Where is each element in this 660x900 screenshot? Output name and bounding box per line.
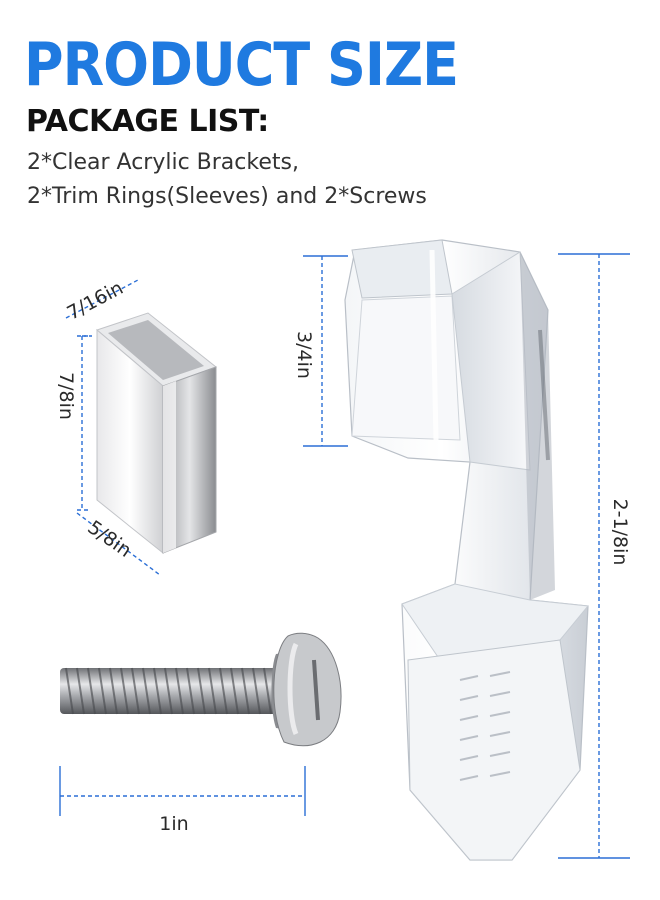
screw-thread — [208, 667, 217, 715]
screw-thread — [87, 667, 96, 715]
dimension-label-bracket-top: 3/4in — [293, 331, 315, 379]
package-list-heading: PACKAGE LIST: — [26, 104, 269, 139]
screw-thread — [65, 667, 74, 715]
screw-thread — [186, 667, 195, 715]
dimension-label-sleeve-height: 7/8in — [55, 372, 77, 420]
package-list-item: 2*Trim Rings(Sleeves) and 2*Screws — [27, 184, 427, 209]
screw-thread — [230, 667, 239, 715]
screw-thread — [164, 667, 173, 715]
dimension-label-bracket-total: 2-1/8in — [609, 499, 631, 566]
sleeve-dimension-lines — [65, 279, 161, 576]
page-title: PRODUCT SIZE — [24, 30, 459, 100]
dimension-label-screw-length: 1in — [159, 813, 188, 835]
screw-thread — [120, 667, 129, 715]
screw-thread — [219, 667, 228, 715]
screw-thread — [175, 667, 184, 715]
screw-dimension-line — [59, 766, 306, 816]
screw-thread — [131, 667, 140, 715]
package-list-item: 2*Clear Acrylic Brackets, — [27, 150, 299, 175]
bracket-dimension-lines — [303, 253, 630, 859]
dimension-label-sleeve-width: 7/16in — [64, 277, 127, 325]
screw-thread — [76, 667, 85, 715]
screw-thread — [109, 667, 118, 715]
trim-ring-sleeve — [95, 312, 218, 555]
screw-thread — [241, 667, 250, 715]
screw-thread — [142, 667, 151, 715]
screw-thread — [153, 667, 162, 715]
screw — [60, 632, 342, 747]
screw-thread — [252, 667, 261, 715]
screw-thread — [263, 667, 272, 715]
screw-thread — [98, 667, 107, 715]
clear-acrylic-bracket — [344, 239, 589, 861]
screw-thread — [197, 667, 206, 715]
